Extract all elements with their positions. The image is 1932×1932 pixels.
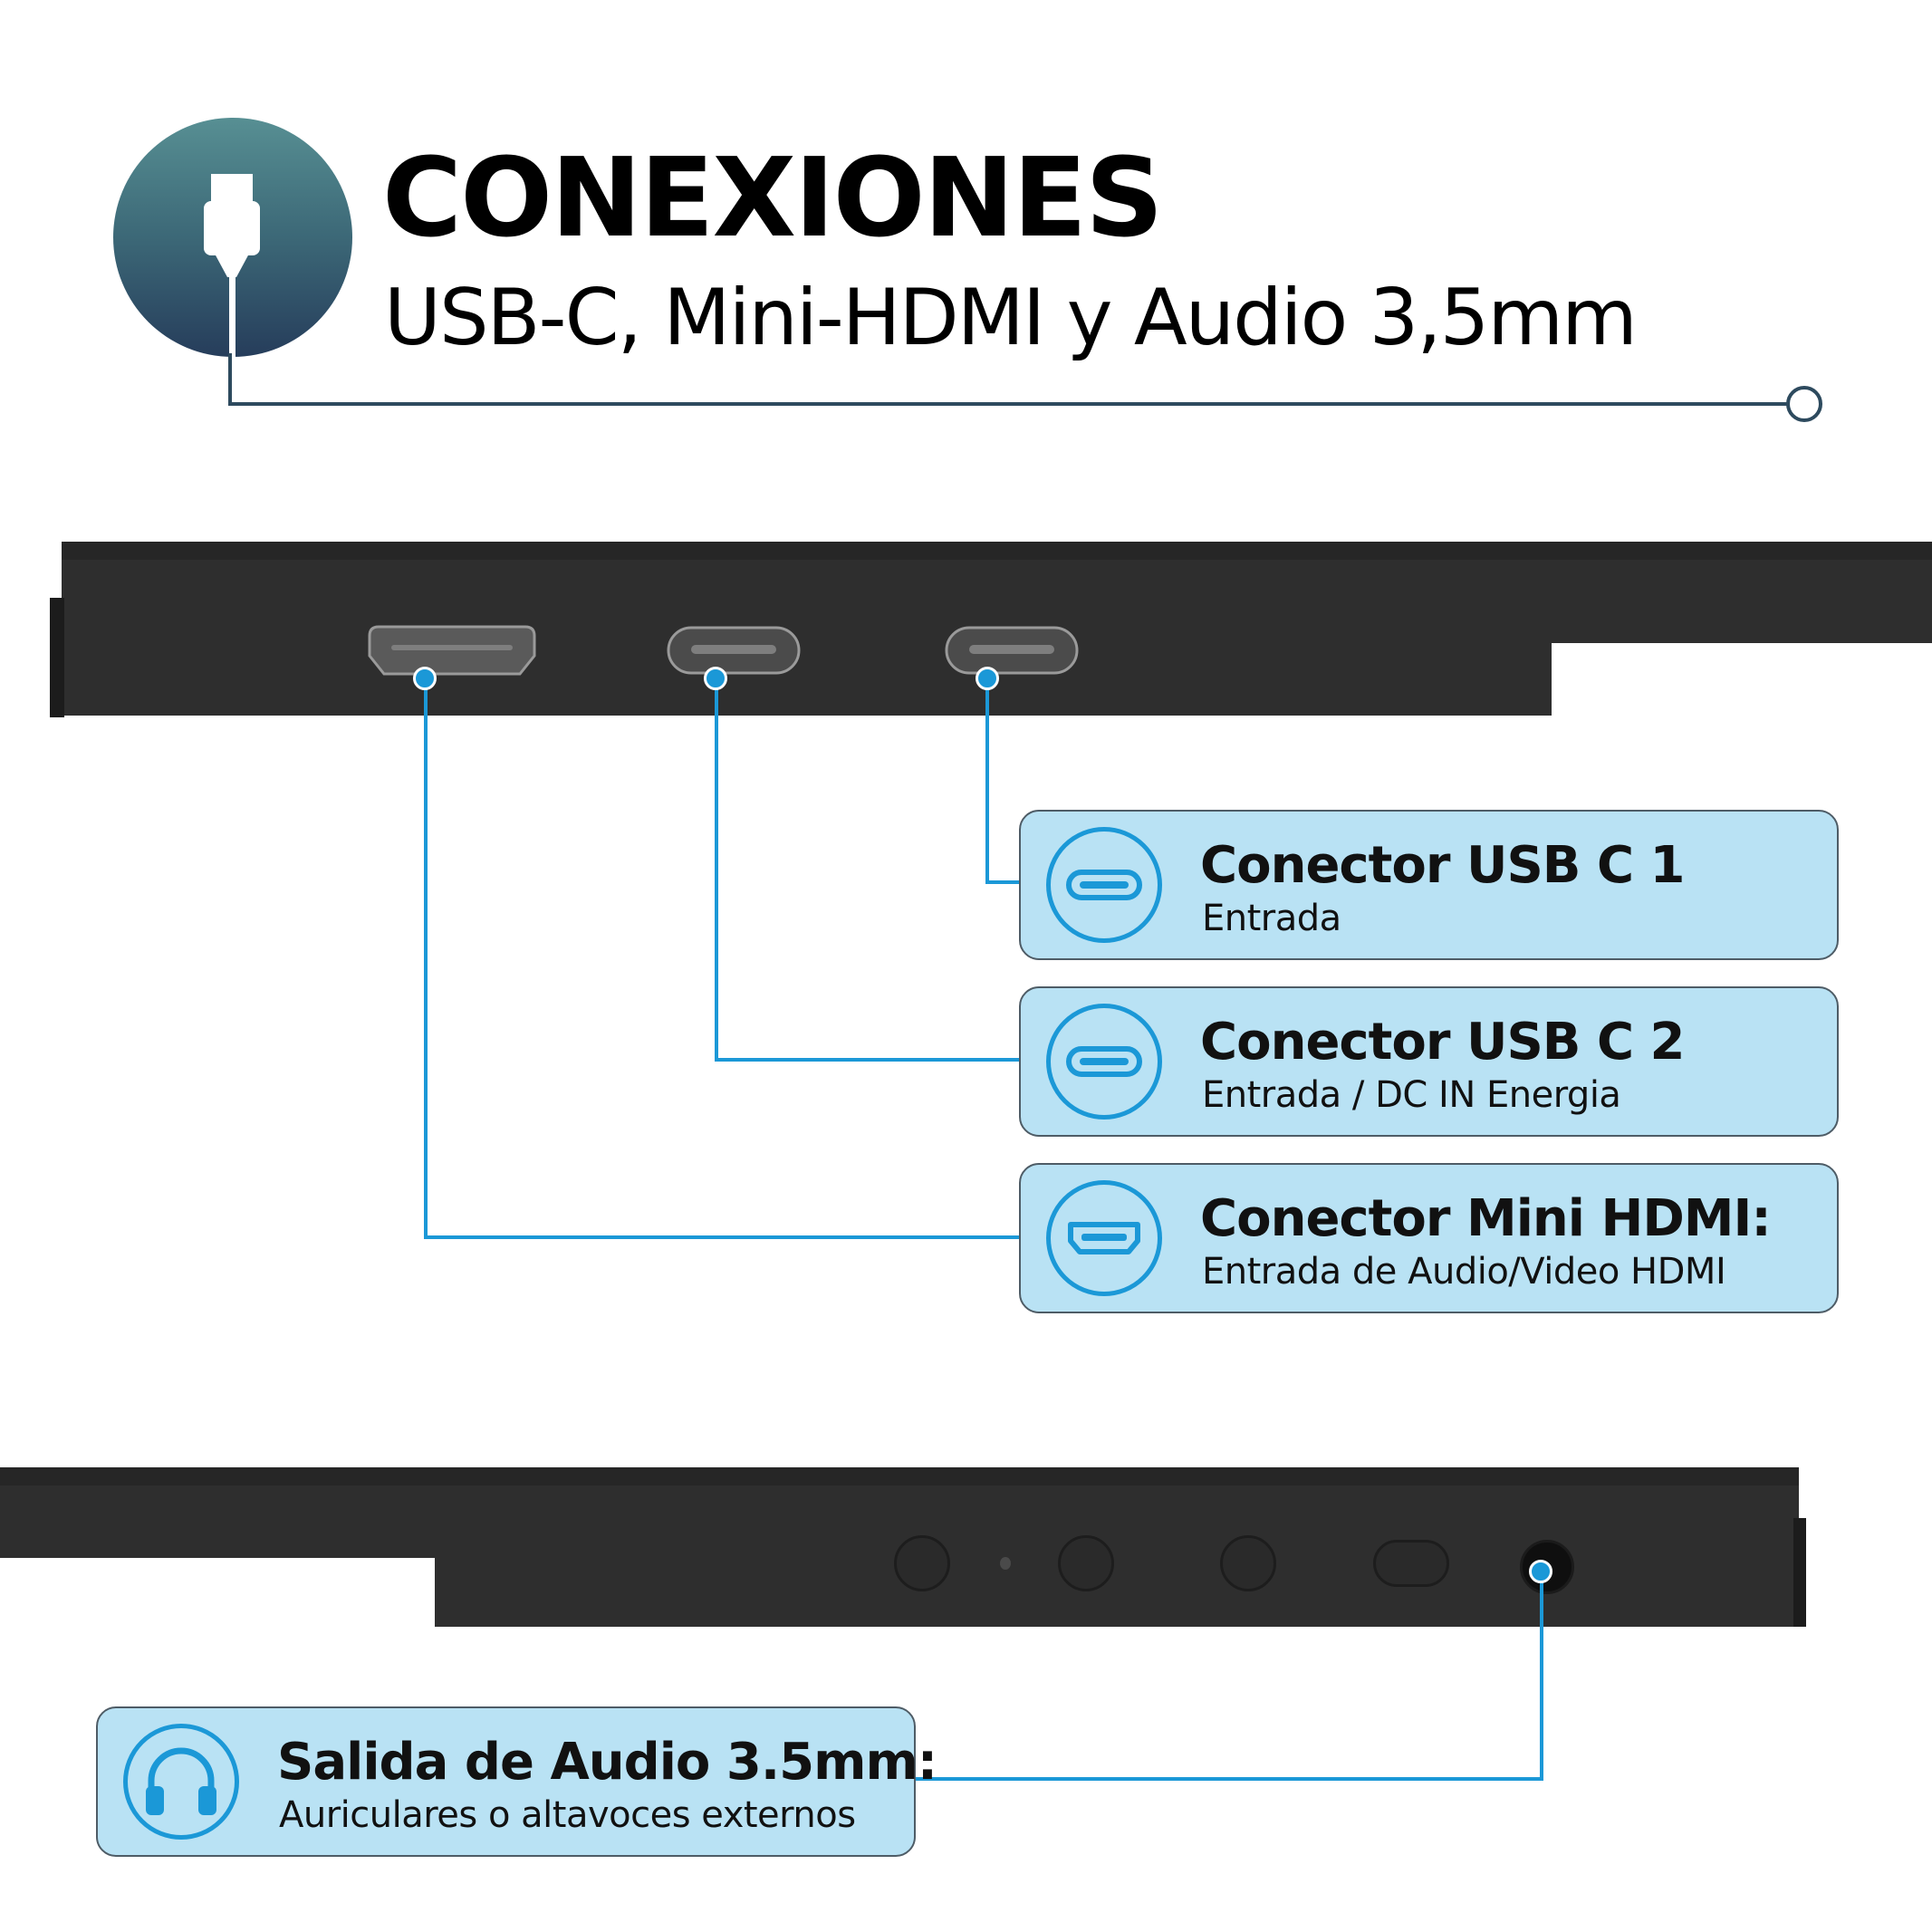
leader-usb-c-2 — [715, 679, 718, 1062]
headphones-icon — [123, 1724, 239, 1840]
leader-usb-c-2-h — [715, 1058, 1022, 1062]
leader-hdmi — [424, 679, 428, 1239]
header-connector-line — [228, 353, 232, 406]
usb-c-icon — [1046, 1004, 1162, 1120]
callout-audio-out: Salida de Audio 3.5mm: Auriculares o alt… — [96, 1706, 937, 1857]
usb-plug-icon — [204, 174, 260, 359]
callout-mini-hdmi: Conector Mini HDMI: Entrada de Audio/Vid… — [1019, 1163, 1839, 1313]
header-usb-badge — [113, 118, 352, 359]
leader-usb-c-1 — [985, 679, 989, 884]
device-bottom-edge — [0, 1467, 1799, 1487]
marker-usb-c-1 — [976, 667, 999, 690]
leader-audio-h — [913, 1777, 1543, 1781]
device-button-1 — [894, 1535, 950, 1591]
callout-title: Conector USB C 2 — [1200, 1013, 1686, 1072]
callout-description: Entrada — [1202, 898, 1341, 939]
header-underline-end-circle — [1786, 386, 1822, 422]
page-title: CONEXIONES — [382, 136, 1163, 262]
callout-usb-c-2: Conector USB C 2 Entrada / DC IN Energia — [1019, 986, 1839, 1137]
hdmi-icon — [1046, 1180, 1162, 1296]
callout-description: Entrada / DC IN Energia — [1202, 1074, 1621, 1116]
device-led-indicator — [1000, 1557, 1011, 1570]
device-bottom-end-cap — [1793, 1518, 1806, 1627]
device-top-body — [62, 560, 1552, 716]
usb-c-icon — [1046, 827, 1162, 943]
marker-audio-jack — [1529, 1560, 1552, 1583]
leader-audio — [1540, 1572, 1543, 1781]
marker-usb-c-2 — [704, 667, 727, 690]
device-button-2 — [1058, 1535, 1114, 1591]
header-underline — [228, 402, 1788, 406]
marker-hdmi — [413, 667, 437, 690]
leader-usb-c-1-h — [985, 880, 1022, 884]
usb-c-port-2 — [667, 626, 801, 675]
device-bottom-body — [435, 1485, 1799, 1627]
callout-usb-c-1: Conector USB C 1 Entrada — [1019, 810, 1839, 960]
page-subtitle: USB-C, Mini-HDMI y Audio 3,5mm — [384, 273, 1638, 363]
device-button-3 — [1220, 1535, 1276, 1591]
mini-hdmi-port — [368, 625, 536, 676]
callout-description: Entrada de Audio/Video HDMI — [1202, 1251, 1726, 1293]
device-top-edge — [62, 542, 1932, 562]
device-bottom-body-left — [0, 1485, 437, 1558]
device-top-body-right — [1551, 560, 1932, 643]
callout-description: Auriculares o altavoces externos — [279, 1794, 856, 1836]
usb-c-port-1 — [945, 626, 1079, 675]
callout-title: Conector Mini HDMI: — [1200, 1189, 1772, 1248]
device-switch — [1373, 1540, 1449, 1587]
callout-title: Salida de Audio 3.5mm: — [277, 1733, 937, 1792]
callout-title: Conector USB C 1 — [1200, 836, 1686, 895]
leader-hdmi-h — [424, 1235, 1022, 1239]
device-top-end-cap — [50, 598, 64, 717]
